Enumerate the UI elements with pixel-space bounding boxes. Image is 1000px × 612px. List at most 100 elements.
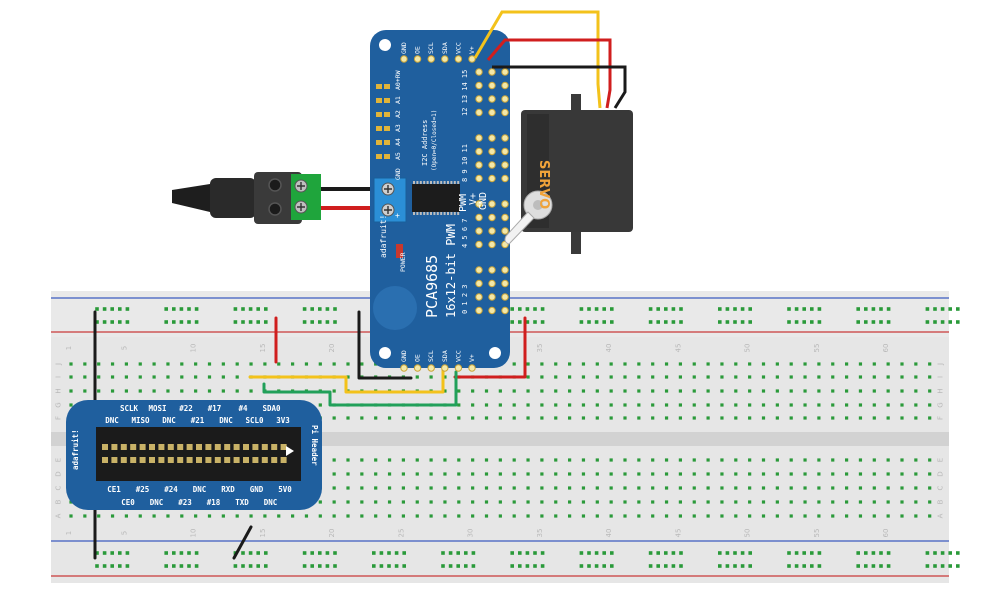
rail-hole <box>610 307 614 311</box>
cobbler-pin-label: DNC <box>150 498 164 507</box>
strip-hole <box>928 362 932 366</box>
strip-hole <box>651 375 655 379</box>
rail-hole <box>810 551 814 555</box>
rail-hole <box>525 307 530 311</box>
cobbler-pin <box>130 444 137 450</box>
rail-hole <box>602 320 606 324</box>
cobbler-pin-label: CE1 <box>107 485 121 494</box>
strip-hole <box>678 362 682 366</box>
strip-hole <box>443 458 447 462</box>
strip-hole <box>484 472 489 476</box>
strip-hole <box>166 362 170 366</box>
bottom-header-pins <box>400 364 476 372</box>
strip-hole <box>900 403 904 407</box>
rail-hole <box>325 307 330 311</box>
rail-hole <box>518 551 522 555</box>
strip-hole <box>415 472 419 476</box>
strip-hole <box>110 375 115 379</box>
strip-hole <box>457 403 461 407</box>
servo-header-pin <box>501 161 509 169</box>
channel-group-label: 0 1 2 3 <box>461 284 469 314</box>
rail-hole <box>441 551 445 555</box>
strip-hole <box>512 362 516 366</box>
rail-hole <box>664 551 668 555</box>
column-number: 15 <box>259 344 267 353</box>
strip-hole <box>789 389 793 393</box>
servo-header-pin <box>488 240 496 249</box>
strip-hole <box>360 500 364 504</box>
strip-hole <box>748 362 752 366</box>
strip-hole <box>651 362 655 366</box>
strip-hole <box>138 362 142 366</box>
address-pin-label: A4 <box>394 138 402 146</box>
rail-hole <box>241 320 245 324</box>
strip-hole <box>914 375 918 379</box>
rail-hole <box>594 307 599 311</box>
chip-pin <box>416 181 419 184</box>
strip-hole <box>346 362 350 366</box>
strip-hole <box>374 486 378 490</box>
strip-hole <box>110 362 115 366</box>
row-letter: H <box>55 388 63 393</box>
column-number: 10 <box>190 344 198 353</box>
rail-hole <box>302 320 307 324</box>
strip-hole <box>637 500 641 504</box>
strip-hole <box>332 472 336 476</box>
rail-hole <box>118 307 122 311</box>
address-pad <box>376 126 382 131</box>
strip-hole <box>761 500 766 504</box>
rail-hole <box>172 564 176 568</box>
strip-hole <box>664 416 669 420</box>
terminal-plus-label: + <box>393 213 402 218</box>
strip-hole <box>443 416 447 420</box>
strip-hole <box>540 403 544 407</box>
rail-hole <box>248 564 253 568</box>
strip-hole <box>609 500 613 504</box>
strip-hole <box>914 458 918 462</box>
strip-hole <box>817 416 821 420</box>
strip-hole <box>692 472 696 476</box>
rail-hole <box>110 307 114 311</box>
strip-hole <box>734 362 738 366</box>
strip-hole <box>734 500 738 504</box>
servo-channel-headers <box>475 68 509 315</box>
strip-hole <box>277 514 281 518</box>
strip-hole <box>789 416 793 420</box>
strip-hole <box>235 514 239 518</box>
strip-hole <box>263 514 267 518</box>
chip-pin <box>413 212 415 215</box>
strip-hole <box>692 389 696 393</box>
rail-hole <box>787 320 791 324</box>
strip-hole <box>332 389 336 393</box>
strip-hole <box>775 403 779 407</box>
chip-pin <box>436 181 439 184</box>
rail-hole <box>95 320 99 324</box>
strip-hole <box>761 514 766 518</box>
rail-hole <box>302 564 307 568</box>
rail-hole <box>856 564 860 568</box>
column-number: 40 <box>605 529 613 538</box>
strip-hole <box>623 500 627 504</box>
rail-hole <box>879 551 883 555</box>
rail-hole <box>956 307 960 311</box>
rail-hole <box>733 564 737 568</box>
rail-hole <box>302 307 307 311</box>
chip-pin <box>423 181 426 184</box>
rail-hole <box>118 320 122 324</box>
servo-header-pin <box>501 108 509 117</box>
rail-hole <box>956 551 960 555</box>
rail-hole <box>594 551 599 555</box>
strip-hole <box>609 375 613 379</box>
strip-hole <box>401 458 405 462</box>
strip-hole <box>457 514 461 518</box>
address-pad <box>384 140 390 145</box>
cobbler-pin <box>130 457 137 463</box>
rail-hole <box>510 564 514 568</box>
strip-hole <box>595 472 599 476</box>
rail-hole <box>256 320 260 324</box>
rail-hole <box>810 320 814 324</box>
strip-hole <box>900 416 904 420</box>
strip-hole <box>83 389 87 393</box>
rail-hole <box>740 564 745 568</box>
rail-hole <box>510 307 514 311</box>
